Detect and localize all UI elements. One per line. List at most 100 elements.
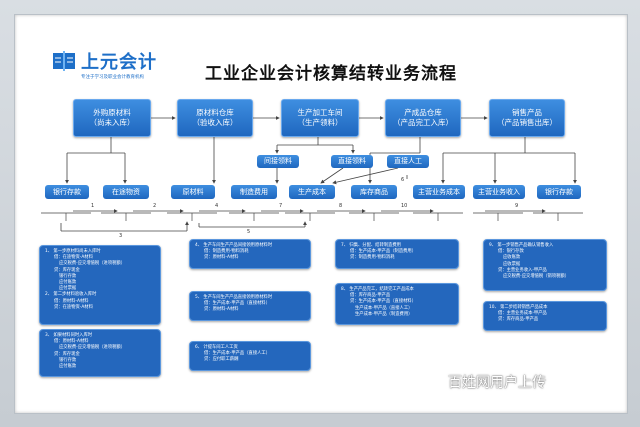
direct-labor-box: 直接人工 (387, 155, 429, 168)
journal-note-7: 7、 归集、分配、结转制造费用 借：生产成本-甲产品（制造费用） 贷：制造费用-… (335, 239, 459, 269)
account-label: 主营业务收入 (478, 187, 520, 196)
flow-number: 7 (279, 203, 283, 209)
account-label: 银行存款 (545, 187, 573, 196)
account-label: 原材料 (182, 187, 204, 196)
journal-note-1-2: 1、 第一步原材料尚未入库时 借：在途物资-A材料 应交税费-应交增值税（进项税… (39, 245, 161, 325)
indirect-material-label: 间接领料 (264, 157, 292, 165)
note-line: 应交税费-应交增值税（进项税额） (59, 345, 126, 351)
note-line: 贷：原材料-A材料 (204, 307, 239, 313)
account-raw-materials: 原材料 (171, 185, 215, 199)
note-line: 借：在途物资-A材料 (54, 255, 93, 261)
note-line: 借：原材料-A材料 (54, 339, 89, 345)
note-line: 借：原材料-A材料 (54, 298, 89, 304)
flow-step-workshop: 生产加工车间 （生产领料） (281, 99, 359, 137)
note-line: 贷：库存商品-甲产品 (498, 317, 539, 323)
note-line: 借：银行存款 (498, 249, 524, 255)
note-line: 贷：主营业务收入-甲产品 (498, 267, 547, 273)
note-line: 贷：库存现金 (54, 267, 80, 273)
journal-note-3: 3、 如果材料同时入库时 借：原材料-A材料 应交税费-应交增值税（进项税额） … (39, 329, 161, 377)
direct-material-label: 直接领料 (338, 157, 366, 165)
note-line: 生产成本-甲产品（制造费用） (355, 311, 413, 317)
note-line: 借：生产成本-甲产品（直接人工） (204, 351, 271, 357)
finished-goods-label: 产成品仓库 (404, 108, 442, 117)
note-line: 应交税费-应交增值税（进项税额） (59, 261, 126, 267)
flow-number: 8 (339, 203, 343, 209)
note-line: 5、 生产车间生产产品直接领用原材料时 (195, 295, 273, 300)
journal-note-5: 5、 生产车间生产产品直接领用原材料时 借：生产成本-甲产品（直接材料） 贷：原… (189, 291, 311, 321)
flow-number: 4 (215, 203, 219, 209)
material-warehouse-label: 原材料仓库 (196, 108, 234, 117)
note-line: 贷：库存现金 (54, 351, 80, 357)
note-line: 借：主营业务成本-甲产品 (498, 311, 547, 317)
flow-number: 6 (401, 177, 405, 183)
note-line: 借：库存商品-甲产品 (350, 293, 391, 299)
note-line: 借：制造费用-物料消耗 (204, 249, 249, 255)
account-label: 生产成本 (298, 187, 326, 196)
flow-number: 9 (515, 203, 519, 209)
flow-number: 1 (91, 203, 95, 209)
note-line: 4、 生产车间生产产品间接领用原材料时 (195, 243, 273, 248)
page-title: 工业企业会计核算结转业务流程 (205, 64, 457, 84)
note-line: 银行存款 (59, 357, 77, 363)
indirect-material-box: 间接领料 (257, 155, 299, 168)
flow-number: 5 (247, 229, 251, 235)
account-label: 在途物资 (112, 187, 140, 196)
flow-number: 2 (153, 203, 157, 209)
note-line: 2、 第二步材料验收入库时 (45, 292, 97, 298)
account-manufacturing-overhead: 制造费用 (231, 185, 277, 199)
note-line: 生产成本-甲产品（直接人工） (355, 305, 413, 311)
account-bank-deposit: 银行存款 (45, 185, 89, 199)
account-production-cost: 生产成本 (289, 185, 335, 199)
journal-note-4: 4、 生产车间生产产品间接领用原材料时 借：制造费用-物料消耗 贷：原材料-A材… (189, 239, 311, 269)
direct-material-box: 直接领料 (331, 155, 373, 168)
book-logo-icon (53, 51, 75, 71)
account-cost-of-sales: 主营业务成本 (413, 185, 465, 199)
account-label: 制造费用 (240, 187, 268, 196)
note-line: 10、 第二步结转销售产品成本 (489, 305, 548, 310)
finished-goods-sub: （产品完工入库） (393, 118, 453, 127)
flow-step-purchase-materials: 外购原材料 （尚未入库） (73, 99, 151, 137)
account-label: 主营业务成本 (418, 187, 460, 196)
note-line: 借：生产成本-甲产品（制造费用） (350, 249, 417, 255)
note-line: 3、 如果材料同时入库时 (45, 333, 93, 338)
note-line: 贷：应付职工薪酬 (204, 357, 239, 363)
purchase-materials-label: 外购原材料 (93, 108, 131, 117)
whiteboard: 上元会计 专注于学习及职业会计教育机构 工业企业会计核算结转业务流程 (14, 14, 628, 414)
journal-note-6: 6、 计提车间工人工资 借：生产成本-甲产品（直接人工） 贷：应付职工薪酬 (189, 341, 311, 371)
account-label: 银行存款 (53, 187, 81, 196)
note-line: 应付账款 (59, 364, 77, 370)
account-label: 库存商品 (360, 187, 388, 196)
account-sales-revenue: 主营业务收入 (473, 185, 525, 199)
material-warehouse-sub: （验收入库） (192, 118, 238, 127)
flow-number: 3 (119, 233, 123, 239)
note-line: 9、 第一步销售产品确认销售收入 (489, 243, 554, 248)
note-line: 1、 第一步原材料尚未入库时 (45, 249, 101, 254)
note-line: 应收票据 (503, 261, 521, 267)
note-line: 贷：制造费用-物料消耗 (350, 255, 395, 261)
flow-number: 10 (401, 203, 408, 209)
workshop-sub: （生产领料） (297, 118, 343, 127)
note-line: 6、 计提车间工人工资 (195, 345, 238, 350)
note-line: 贷：原材料-A材料 (204, 255, 239, 261)
note-line: 贷：在途物资-A材料 (54, 304, 93, 310)
purchase-materials-sub: （尚未入库） (89, 118, 135, 127)
note-line: 贷：生产成本-甲产品（直接材料） (350, 299, 417, 305)
flow-step-finished-goods: 产成品仓库 （产品完工入库） (385, 99, 461, 137)
note-line: 应收账款 (503, 255, 521, 261)
logo-tagline: 专注于学习及职业会计教育机构 (81, 75, 144, 80)
direct-labor-label: 直接人工 (394, 157, 422, 165)
note-line: 7、 归集、分配、结转制造费用 (341, 243, 401, 248)
account-materials-in-transit: 在途物资 (103, 185, 149, 199)
account-bank-deposit-2: 银行存款 (537, 185, 581, 199)
sales-sub: （产品销售出库） (497, 118, 557, 127)
journal-note-9: 9、 第一步销售产品确认销售收入 借：银行存款 应收账款 应收票据 贷：主营业务… (483, 239, 607, 291)
note-line: 应交税费-应交增值税（销项税额） (503, 274, 570, 280)
note-line: 借：生产成本-甲产品（直接材料） (204, 301, 271, 307)
watermark: 百姓网用户上传 (448, 375, 546, 391)
journal-note-10: 10、 第二步结转销售产品成本 借：主营业务成本-甲产品 贷：库存商品-甲产品 (483, 301, 607, 331)
account-inventory-goods: 库存商品 (351, 185, 397, 199)
sales-label: 销售产品 (512, 108, 542, 117)
note-line: 应付账款 (59, 280, 77, 286)
workshop-label: 生产加工车间 (297, 108, 343, 117)
